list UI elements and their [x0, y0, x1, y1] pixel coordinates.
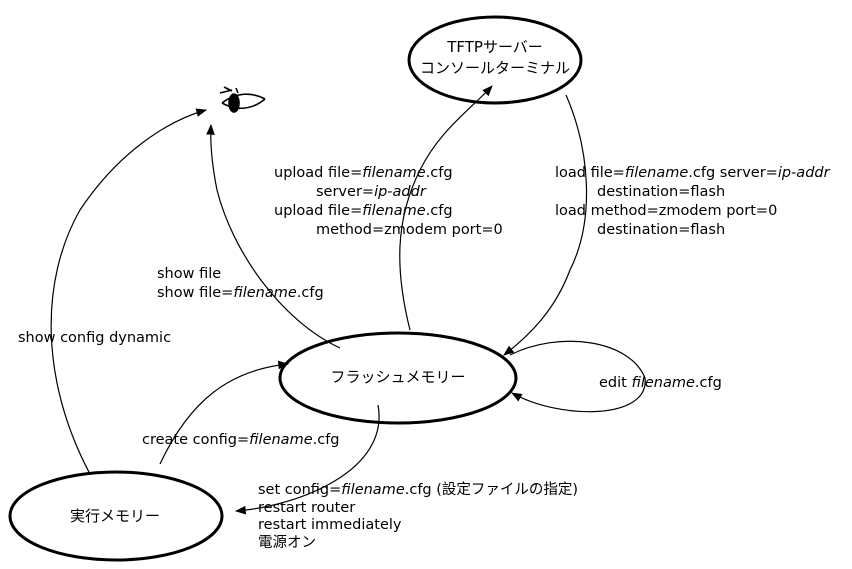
- set-config-line-4: 電源オン: [258, 534, 316, 551]
- edge-show-file-arrow: [206, 123, 341, 349]
- edge-create-label: create config=filename.cfg: [142, 432, 340, 448]
- upload-line-4: method=zmodem port=0: [316, 222, 503, 238]
- load-line-3: load method=zmodem port=0: [555, 203, 778, 219]
- edge-upload-label: upload file=filename.cfg server=ip-addr …: [274, 164, 503, 240]
- node-flash-label: フラッシュメモリー: [330, 368, 466, 386]
- edge-load-arrow: [503, 94, 588, 356]
- edge-show-config-arrow: [50, 108, 208, 475]
- edge-set-config-label: set config=filename.cfg (設定ファイルの指定) rest…: [258, 482, 578, 552]
- edge-upload-arrow: [399, 85, 493, 331]
- load-line-4: destination=flash: [597, 222, 726, 238]
- node-tftp-line2: コンソールターミナル: [419, 59, 570, 77]
- node-tftp-ellipse: [407, 15, 583, 105]
- upload-line-1: upload file=filename.cfg: [274, 165, 453, 181]
- node-tftp-line1: TFTPサーバー: [447, 38, 543, 56]
- edge-edit-label: edit filename.cfg: [599, 375, 722, 391]
- set-config-line-1: set config=filename.cfg (設定ファイルの指定): [258, 482, 579, 498]
- load-line-2: destination=flash: [597, 184, 726, 200]
- set-config-line-2: restart router: [258, 499, 356, 516]
- edge-create-arrow: [159, 360, 290, 465]
- node-running-ellipse: [8, 470, 224, 562]
- set-config-line-3: restart immediately: [258, 517, 402, 533]
- load-line-1: load file=filename.cfg server=ip-addr: [555, 165, 830, 181]
- upload-line-2: server=ip-addr: [316, 184, 426, 200]
- edge-show-config-label: show config dynamic: [18, 330, 172, 346]
- edge-show-file-label: show file show file=filename.cfg: [157, 265, 324, 303]
- eye-icon: [219, 86, 266, 113]
- node-running-label: 実行メモリー: [69, 507, 160, 525]
- edge-load-label: load file=filename.cfg server=ip-addr de…: [555, 164, 830, 240]
- edge-set-config-arrow: [234, 404, 380, 515]
- edge-edit-loop-arrow: [509, 340, 646, 413]
- show-file-line-1: show file: [157, 266, 222, 282]
- node-flash-ellipse: [278, 331, 518, 425]
- show-file-line-2: show file=filename.cfg: [157, 285, 324, 301]
- node-tftp-label: TFTPサーバー コンソールターミナル: [409, 37, 581, 79]
- upload-line-3: upload file=filename.cfg: [274, 203, 453, 219]
